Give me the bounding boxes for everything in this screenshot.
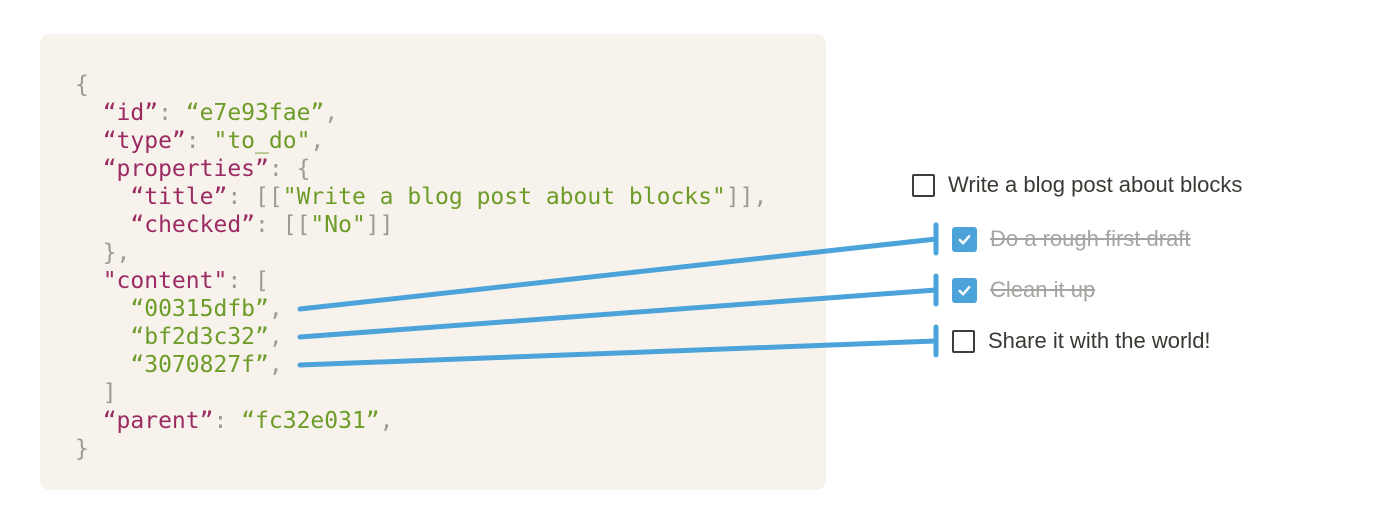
code-token: “checked” <box>75 212 256 238</box>
code-token: “e7e93fae” <box>185 100 325 126</box>
checkbox-unchecked-icon[interactable] <box>912 173 935 197</box>
code-token: “id” <box>75 100 159 126</box>
code-token: ] <box>75 380 117 406</box>
todo-label: Do a rough first draft <box>990 226 1191 251</box>
check-icon <box>958 234 971 244</box>
code-line: “bf2d3c32”, <box>75 323 826 351</box>
todo-item: Write a blog post about blocks <box>912 171 1242 199</box>
code-line: { <box>75 71 826 99</box>
code-token: : [ <box>227 268 269 294</box>
code-token: , <box>268 296 283 322</box>
code-token: } <box>75 436 89 462</box>
code-line: "content": [ <box>75 267 826 295</box>
code-token: : [[ <box>255 212 311 238</box>
code-token: : { <box>268 156 311 182</box>
code-line: “checked”: [["No"]] <box>75 211 826 239</box>
code-line: } <box>75 435 826 463</box>
code-line: “title”: [["Write a blog post about bloc… <box>75 183 826 211</box>
todo-label: Share it with the world! <box>988 328 1211 353</box>
code-token: : <box>185 128 214 154</box>
code-line: “properties”: { <box>75 155 826 183</box>
code-token: , <box>310 128 325 154</box>
code-line: “3070827f”, <box>75 351 826 379</box>
todo-item: Do a rough first draft <box>952 225 1191 253</box>
code-token: "Write a blog post about blocks" <box>282 184 726 210</box>
code-token: , <box>379 408 394 434</box>
code-token: "content" <box>75 268 228 294</box>
code-token: “3070827f” <box>75 352 269 378</box>
code-block: { “id”: “e7e93fae”, “type”: "to_do", “pr… <box>40 34 826 490</box>
code-token: }, <box>75 240 131 266</box>
code-token: , <box>324 100 339 126</box>
todo-item: Share it with the world! <box>952 327 1211 355</box>
todo-item: Clean it up <box>952 276 1095 304</box>
code-token: "No" <box>310 212 366 238</box>
checkbox-checked-icon[interactable] <box>952 277 977 303</box>
code-token: ]] <box>365 212 394 238</box>
code-token: “properties” <box>75 156 269 182</box>
code-token: “title” <box>75 184 228 210</box>
code-token: “fc32e031” <box>241 408 380 434</box>
code-line: “00315dfb”, <box>75 295 826 323</box>
code-token: : <box>213 408 242 434</box>
code-line: ] <box>75 379 826 407</box>
checkbox-unchecked-icon[interactable] <box>952 329 975 353</box>
code-token: : <box>158 100 186 126</box>
code-token: “parent” <box>75 408 214 434</box>
code-token: , <box>268 352 283 378</box>
checkbox-checked-icon[interactable] <box>952 226 977 252</box>
code-line: “parent”: “fc32e031”, <box>75 407 826 435</box>
code-token: “00315dfb” <box>75 296 269 322</box>
code-line: }, <box>75 239 826 267</box>
code-token: "to_do" <box>213 128 311 154</box>
todo-label: Write a blog post about blocks <box>948 172 1243 197</box>
check-icon <box>958 285 971 295</box>
code-line: “id”: “e7e93fae”, <box>75 99 826 127</box>
code-token: ]], <box>725 184 768 210</box>
code-token: , <box>268 324 283 350</box>
code-token: : [[ <box>227 184 283 210</box>
code-token: “bf2d3c32” <box>75 324 269 350</box>
todo-label: Clean it up <box>990 277 1096 302</box>
code-token: “type” <box>75 128 186 154</box>
code-line: “type”: "to_do", <box>75 127 826 155</box>
code-token: { <box>75 72 89 98</box>
